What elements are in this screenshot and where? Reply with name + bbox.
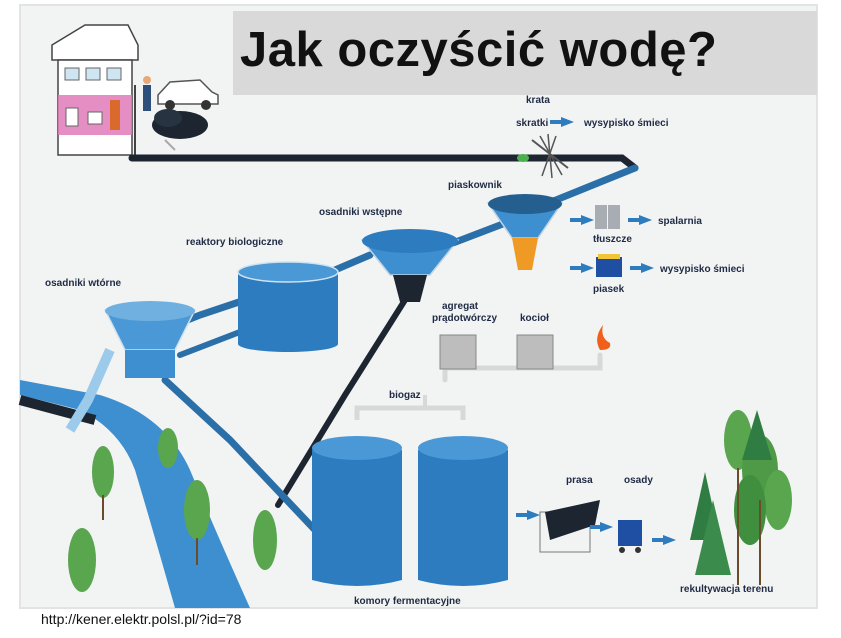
house-illustration	[51, 24, 139, 156]
bush-illustration	[152, 109, 208, 151]
label-wysypisko-2: wysypisko śmieci	[659, 264, 745, 275]
label-kociol: kocioł	[520, 313, 549, 324]
komory-fermentacyjne	[312, 395, 508, 586]
reaktory-tank	[237, 261, 339, 352]
krata-grate	[517, 133, 569, 179]
label-rekultywacja: rekultywacja terenu	[680, 584, 773, 595]
label-komory: komory fermentacyjne	[354, 596, 461, 607]
label-piasek: piasek	[593, 284, 625, 295]
title-banner	[233, 11, 817, 95]
label-krata: krata	[526, 95, 550, 106]
agregat-box	[439, 334, 554, 370]
source-url: http://kener.elektr.polsl.pl/?id=78	[41, 611, 242, 627]
river	[18, 347, 250, 608]
label-tluszcze: tłuszcze	[593, 234, 632, 245]
label-osadniki-wstepne: osadniki wstępne	[319, 207, 403, 218]
label-spalarnia: spalarnia	[658, 216, 702, 227]
trees-right	[690, 410, 792, 585]
diagram-labels: krata skratki wysypisko śmieci piaskowni…	[45, 95, 773, 607]
car-illustration	[143, 76, 219, 111]
label-piaskownik: piaskownik	[448, 180, 502, 191]
label-agregat-1: agregat	[442, 301, 479, 312]
page-title: Jak oczyścić wodę?	[240, 23, 718, 77]
piasek-cart	[596, 254, 622, 277]
label-reaktory: reaktory biologiczne	[186, 237, 284, 248]
osady-cart	[618, 520, 642, 553]
piaskownik-tank	[486, 194, 564, 270]
label-wysypisko-1: wysypisko śmieci	[583, 118, 669, 129]
osadniki-wstepne-tank	[360, 229, 460, 302]
osadniki-wtorne-tank	[103, 301, 197, 378]
flow-arrows	[516, 117, 676, 545]
label-agregat-2: prądotwórczy	[432, 313, 497, 324]
label-biogaz: biogaz	[389, 390, 421, 401]
flame-icon	[597, 325, 611, 350]
trees-left	[68, 428, 277, 592]
label-skratki: skratki	[516, 118, 548, 129]
tluszcze-tank	[595, 205, 620, 229]
label-osadniki-wtorne: osadniki wtórne	[45, 278, 122, 289]
label-prasa: prasa	[566, 475, 593, 486]
prasa-press	[539, 500, 600, 553]
label-osady: osady	[624, 475, 653, 486]
